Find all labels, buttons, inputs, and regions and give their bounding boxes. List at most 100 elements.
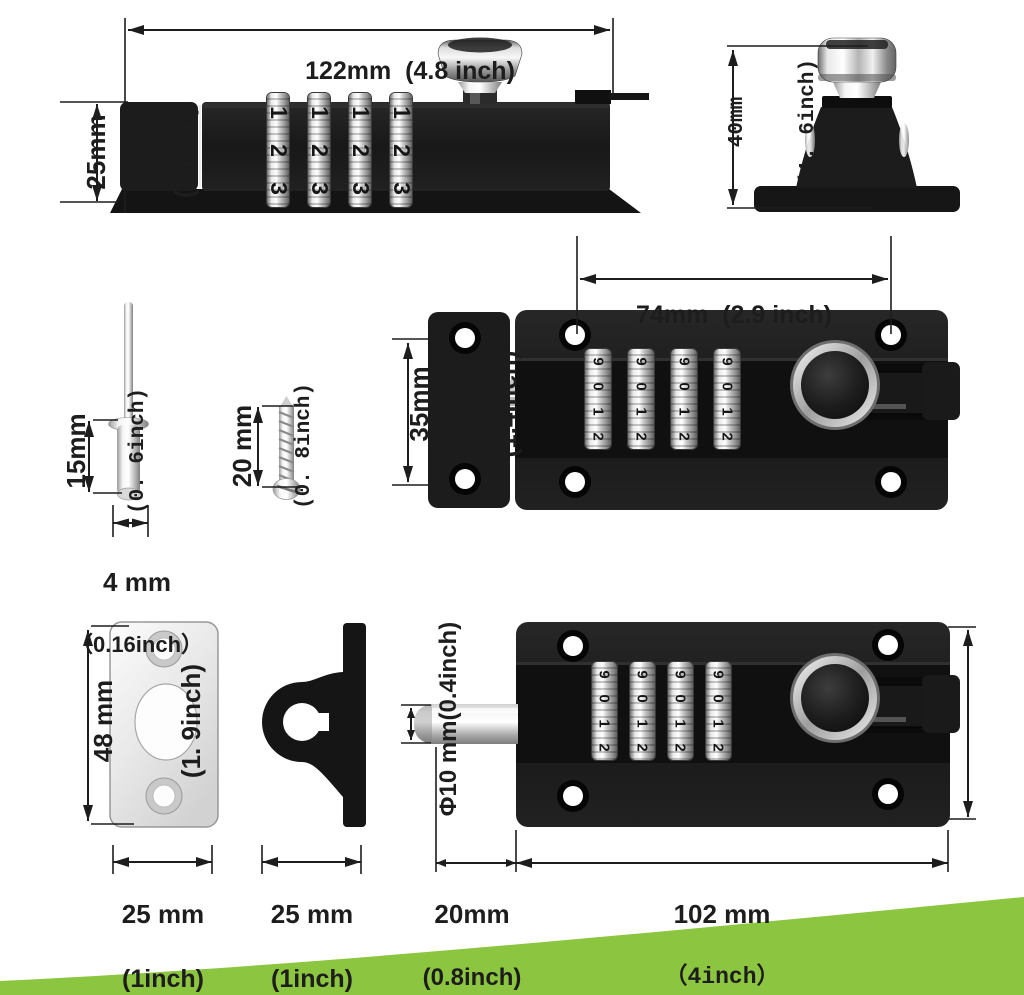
wheel-digit: 9 <box>675 357 693 366</box>
wheel-digit: 2 <box>306 143 333 157</box>
wheel-digit: 0 <box>718 382 736 391</box>
green-swoosh <box>0 897 1024 995</box>
bolt-housing-end <box>922 675 960 733</box>
wheel-digit: 2 <box>388 143 415 157</box>
dim-text: 20 mm <box>226 404 257 488</box>
dim-text: Φ10 mm(0.4inch) <box>434 621 462 817</box>
dim-text: （4inch） <box>664 963 780 990</box>
wheel-digit: 3 <box>347 181 374 195</box>
wheel-digit: 2 <box>265 143 292 157</box>
knob-collar <box>822 96 892 108</box>
wheel-digit: 2 <box>718 432 736 441</box>
dim-40mm-lines <box>727 45 872 209</box>
dim-25mm-plate-lines <box>112 845 213 874</box>
dim-4mm-lines <box>112 505 149 537</box>
wheel-digit: 0 <box>634 694 651 703</box>
dim-text: (1 inch) <box>168 105 199 199</box>
dim-text: (0. 8inch) <box>292 382 316 510</box>
bracket-eye-hole <box>283 703 321 741</box>
mount-plate <box>428 312 510 508</box>
wheel-digit: 9 <box>672 670 689 679</box>
end-base <box>754 186 960 212</box>
wheel-digit: 2 <box>589 432 607 441</box>
dim-text: (0.8inch) <box>422 963 522 991</box>
dim-label-25mm-bracket: 25 mm (1inch) <box>237 864 387 995</box>
strike-plate <box>109 621 219 828</box>
dim-text: 35mm <box>404 366 435 442</box>
dim-25mm-side-lines <box>60 101 128 203</box>
wheel-digit: 2 <box>347 143 374 157</box>
dim-label-35mm: 35mm (1.4inch) <box>347 329 521 479</box>
dim-label-48mm-plate: 48 mm (1. 9inch) <box>31 636 205 806</box>
wheel-digit: 2 <box>710 743 727 752</box>
wheel-digit: 3 <box>388 181 415 195</box>
dim-text: 25 mm <box>270 898 354 929</box>
wheel-digit: 0 <box>675 382 693 391</box>
dim-102mm-lines <box>516 830 949 872</box>
wheel-digit: 1 <box>634 719 651 728</box>
wheel-digit: 9 <box>632 357 650 366</box>
dial-wheel[interactable]: 9 0 1 2 <box>706 662 731 760</box>
rivet <box>108 302 149 501</box>
dim-text: 25mm <box>81 114 112 190</box>
wheel-digit: 3 <box>265 181 292 195</box>
wheel-digit: 0 <box>596 694 613 703</box>
dim-text: 122mm (4.8 inch) <box>305 57 515 85</box>
dim-text: 25 mm <box>121 898 205 929</box>
lock-end-view <box>754 37 960 212</box>
dim-text: 15mm <box>60 413 91 489</box>
dial-wheel[interactable]: 9 0 1 2 <box>671 349 697 449</box>
knob-top-view <box>790 653 880 743</box>
wheel-digit: 0 <box>710 694 727 703</box>
wheel-digit: 9 <box>718 357 736 366</box>
bolt-pin <box>414 704 518 744</box>
keeper-bracket <box>262 623 366 827</box>
dim-text: 20mm <box>434 898 510 929</box>
wheel-digit: 1 <box>718 407 736 416</box>
dim-label-40mm: 40mm (1. 6inch) <box>679 37 820 207</box>
dim-label-25mm-side: 25mm (1 inch) <box>24 82 198 222</box>
wheel-digit: 2 <box>634 743 651 752</box>
wheel-digit: 2 <box>675 432 693 441</box>
dim-text: 102 mm <box>673 898 771 929</box>
dim-20mm-screw-lines <box>253 405 298 488</box>
wheel-digit: 1 <box>675 407 693 416</box>
dim-label-phi10: Φ10 mm(0.4inch) <box>382 614 462 824</box>
dim-48mm-plate-lines <box>83 625 134 825</box>
dial-wheel[interactable]: 9 0 1 2 <box>714 349 740 449</box>
wheel-digit: 1 <box>589 407 607 416</box>
wheel-digit: 9 <box>634 670 651 679</box>
wheel-digit: 3 <box>306 181 333 195</box>
latch-tab <box>575 90 611 104</box>
wheel-digit: 0 <box>632 382 650 391</box>
end-body <box>796 107 917 188</box>
wheel-edge-glint <box>805 123 815 157</box>
dim-48mm-lock-lines <box>948 626 976 820</box>
hinge-glint <box>510 397 515 406</box>
plate-oval-hole <box>134 683 198 761</box>
knob-side-view <box>437 37 523 104</box>
wheel-digit: 9 <box>589 357 607 366</box>
wheel-digit: 2 <box>672 743 689 752</box>
dim-phi10-lines <box>401 704 431 744</box>
dim-label-20mm-screw: 20 mm (0. 8inch) <box>192 366 316 526</box>
dim-15mm-lines <box>84 419 122 494</box>
wheel-digit: 1 <box>672 719 689 728</box>
bracket-notch <box>317 713 329 731</box>
wheel-digit: 1 <box>710 719 727 728</box>
dial-wheel[interactable]: 9 0 1 2 <box>630 662 655 760</box>
dim-label-20mm-bolt: 20mm (0.8inch) <box>399 864 545 995</box>
dim-text: (1inch) <box>122 964 204 993</box>
dim-74mm-lines <box>576 236 892 334</box>
wheel-digit: 9 <box>710 670 727 679</box>
dim-label-122mm: 122mm (4.8 inch) <box>260 1 560 113</box>
bolt-housing-end <box>922 362 960 420</box>
